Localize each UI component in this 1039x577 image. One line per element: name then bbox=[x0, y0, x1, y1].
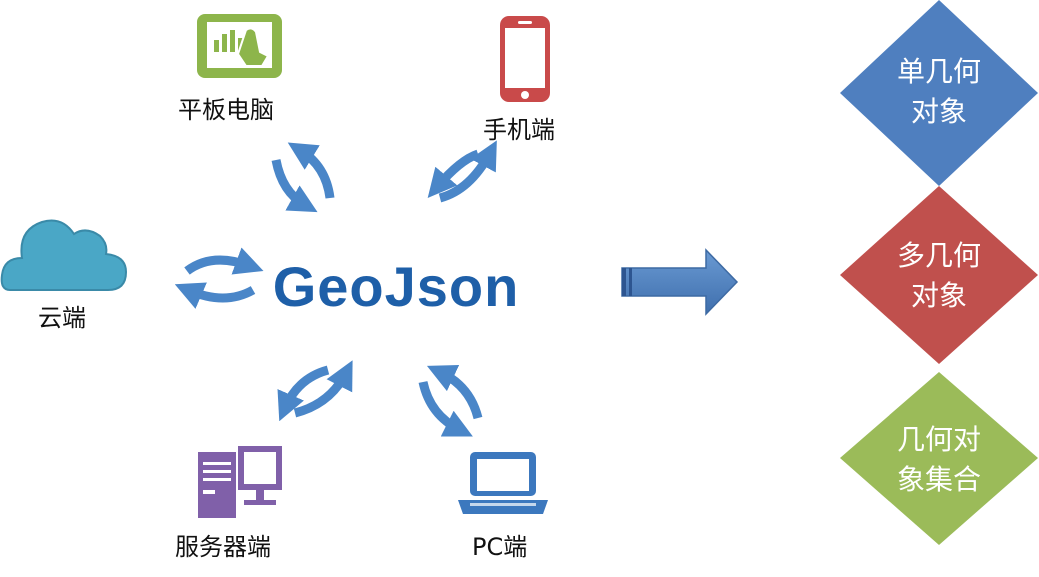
sync-arrows-pc bbox=[418, 365, 483, 437]
sync-arrows-server bbox=[277, 360, 353, 422]
big-right-arrow bbox=[621, 248, 739, 316]
diamond-collection-line2: 象集合 bbox=[896, 463, 981, 496]
tablet-icon bbox=[197, 14, 282, 78]
cloud-icon bbox=[0, 219, 128, 291]
diamond-geometry-collection bbox=[840, 372, 1038, 545]
diamond-single-geometry-text: 单几何 对象 bbox=[879, 52, 999, 132]
mobile-phone-icon bbox=[500, 16, 550, 102]
server-label: 服务器端 bbox=[175, 533, 271, 561]
diamond-collection-text: 几何对 象集合 bbox=[879, 420, 999, 500]
sync-arrows-cloud bbox=[174, 247, 264, 309]
pc-label: PC端 bbox=[472, 533, 528, 561]
diamond-multi-geometry bbox=[840, 186, 1038, 364]
laptop-icon bbox=[458, 452, 548, 514]
tablet-label: 平板电脑 bbox=[178, 96, 274, 124]
diamond-multi-line1: 多几何 bbox=[896, 239, 981, 272]
diamond-single-line1: 单几何 bbox=[896, 55, 981, 88]
sync-arrows-mobile bbox=[427, 140, 497, 203]
mobile-label: 手机端 bbox=[483, 116, 555, 144]
diamond-collection-line1: 几何对 bbox=[896, 423, 981, 456]
server-computer-icon bbox=[198, 446, 282, 518]
cloud-label: 云端 bbox=[38, 304, 86, 332]
diamond-single-geometry bbox=[840, 0, 1038, 186]
geojson-title: GeoJson bbox=[273, 255, 520, 318]
diamond-multi-geometry-text: 多几何 对象 bbox=[879, 236, 999, 316]
sync-arrows-tablet bbox=[271, 142, 335, 213]
diamond-multi-line2: 对象 bbox=[910, 279, 967, 312]
diamond-single-line2: 对象 bbox=[910, 95, 967, 128]
